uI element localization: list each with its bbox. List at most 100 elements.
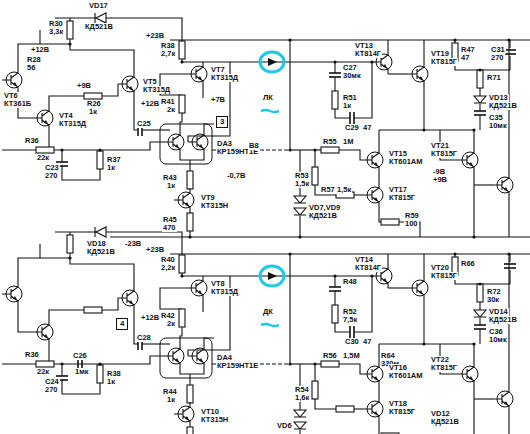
- part-label: 1,5к: [294, 180, 310, 188]
- part-label: 3,3к: [48, 28, 64, 36]
- part-label: R71: [486, 74, 502, 82]
- wire: [289, 40, 290, 150]
- part-label: VD13: [488, 94, 509, 102]
- wire: [314, 150, 315, 167]
- junction-dot: [180, 60, 183, 63]
- part-label: 10мк: [488, 336, 508, 344]
- part-label: DA3: [216, 140, 233, 148]
- wire: [299, 216, 300, 237]
- part-label: +9В: [432, 176, 448, 184]
- part-label: VT15: [388, 150, 408, 158]
- junction-dot: [472, 235, 475, 238]
- wire: [379, 421, 381, 434]
- part-label: +23В: [145, 246, 165, 254]
- part-label: 1,5М: [342, 352, 361, 360]
- capacitor-symbol: [329, 290, 341, 292]
- junction-dot: [288, 148, 291, 151]
- part-label: 1мк: [74, 368, 89, 376]
- transistor-arrow: [175, 358, 179, 362]
- transistor-symbol: [2, 282, 18, 306]
- resistor-symbol: [67, 235, 73, 253]
- part-label: 1к: [106, 378, 116, 386]
- part-label: +9В: [76, 82, 92, 90]
- wire: [299, 430, 300, 434]
- part-label: 270: [44, 386, 59, 394]
- wire: [455, 275, 480, 284]
- wire: [335, 323, 350, 332]
- part-label: 2к: [166, 320, 176, 328]
- transistor-arrow: [13, 296, 17, 300]
- wire: [423, 300, 424, 344]
- resistor-symbol: [179, 95, 185, 113]
- part-label: R38: [106, 370, 122, 378]
- part-label: VD12: [430, 410, 451, 418]
- part-label: 270: [490, 54, 505, 62]
- part-label: 56: [26, 64, 36, 72]
- part-label: VD18: [86, 240, 107, 248]
- part-label: 7,5к: [342, 316, 358, 324]
- part-label: КД521В: [488, 102, 518, 110]
- wire: [170, 253, 530, 254]
- part-label: КД521В: [84, 23, 114, 31]
- wire: [180, 327, 182, 344]
- part-label: VT6: [3, 92, 19, 100]
- capacitor-symbol: [349, 326, 351, 338]
- wire: [474, 398, 493, 399]
- signal-arrow: [268, 272, 277, 280]
- transistor-arrow: [198, 76, 202, 80]
- part-label: 1к: [88, 108, 98, 116]
- capacitor-symbol: [353, 326, 355, 338]
- junction-dot: [98, 362, 101, 365]
- wire: [354, 194, 363, 195]
- wire: [455, 61, 480, 70]
- resistor-symbol: [477, 70, 483, 88]
- transistor-symbol: [118, 72, 134, 96]
- ic-outline: [160, 338, 212, 378]
- wire: [202, 300, 203, 312]
- wire: [202, 86, 203, 98]
- junction-dot: [333, 274, 336, 277]
- wire: [110, 236, 530, 237]
- resistor-symbol: [381, 433, 399, 434]
- wire: [61, 364, 62, 376]
- highlight-circle: [260, 52, 284, 72]
- resistor-symbol: [97, 365, 103, 383]
- wire: [62, 380, 100, 394]
- diode-symbol: [95, 227, 106, 237]
- part-label: VT17: [388, 186, 408, 194]
- wire: [423, 86, 424, 130]
- part-label: R56: [322, 352, 338, 360]
- transistor-symbol: [493, 173, 509, 197]
- transistor-arrow: [374, 162, 378, 166]
- transistor-arrow: [175, 144, 179, 148]
- junction-dot: [333, 60, 336, 63]
- resistor-symbol: [84, 307, 102, 313]
- capacitor-symbol: [329, 286, 341, 288]
- part-label: +12В: [140, 100, 160, 108]
- part-label: КР159НТ1Е: [216, 362, 259, 370]
- part-label: C26: [72, 352, 88, 360]
- wire: [508, 411, 509, 434]
- wire: [142, 129, 170, 130]
- ic-outline: [160, 124, 212, 164]
- capacitor-symbol: [504, 49, 516, 51]
- wire: [2, 149, 36, 150]
- wire: [289, 254, 290, 364]
- resistor-symbol: [477, 284, 483, 302]
- wire: [189, 160, 190, 171]
- wire: [189, 374, 190, 385]
- transistor-symbol: [188, 344, 204, 368]
- part-label: C31: [490, 46, 506, 54]
- junction-dot: [313, 148, 316, 151]
- part-label: VD17: [88, 2, 109, 10]
- wire: [339, 364, 363, 374]
- junction-dot: [422, 342, 425, 345]
- wire: [479, 302, 480, 310]
- wire: [354, 408, 363, 409]
- part-label: VT13: [354, 42, 374, 50]
- wire: [387, 40, 388, 50]
- wire: [160, 288, 187, 309]
- part-label: 47: [362, 124, 372, 132]
- junction-dot: [298, 235, 301, 238]
- highlight-circle: [260, 266, 284, 286]
